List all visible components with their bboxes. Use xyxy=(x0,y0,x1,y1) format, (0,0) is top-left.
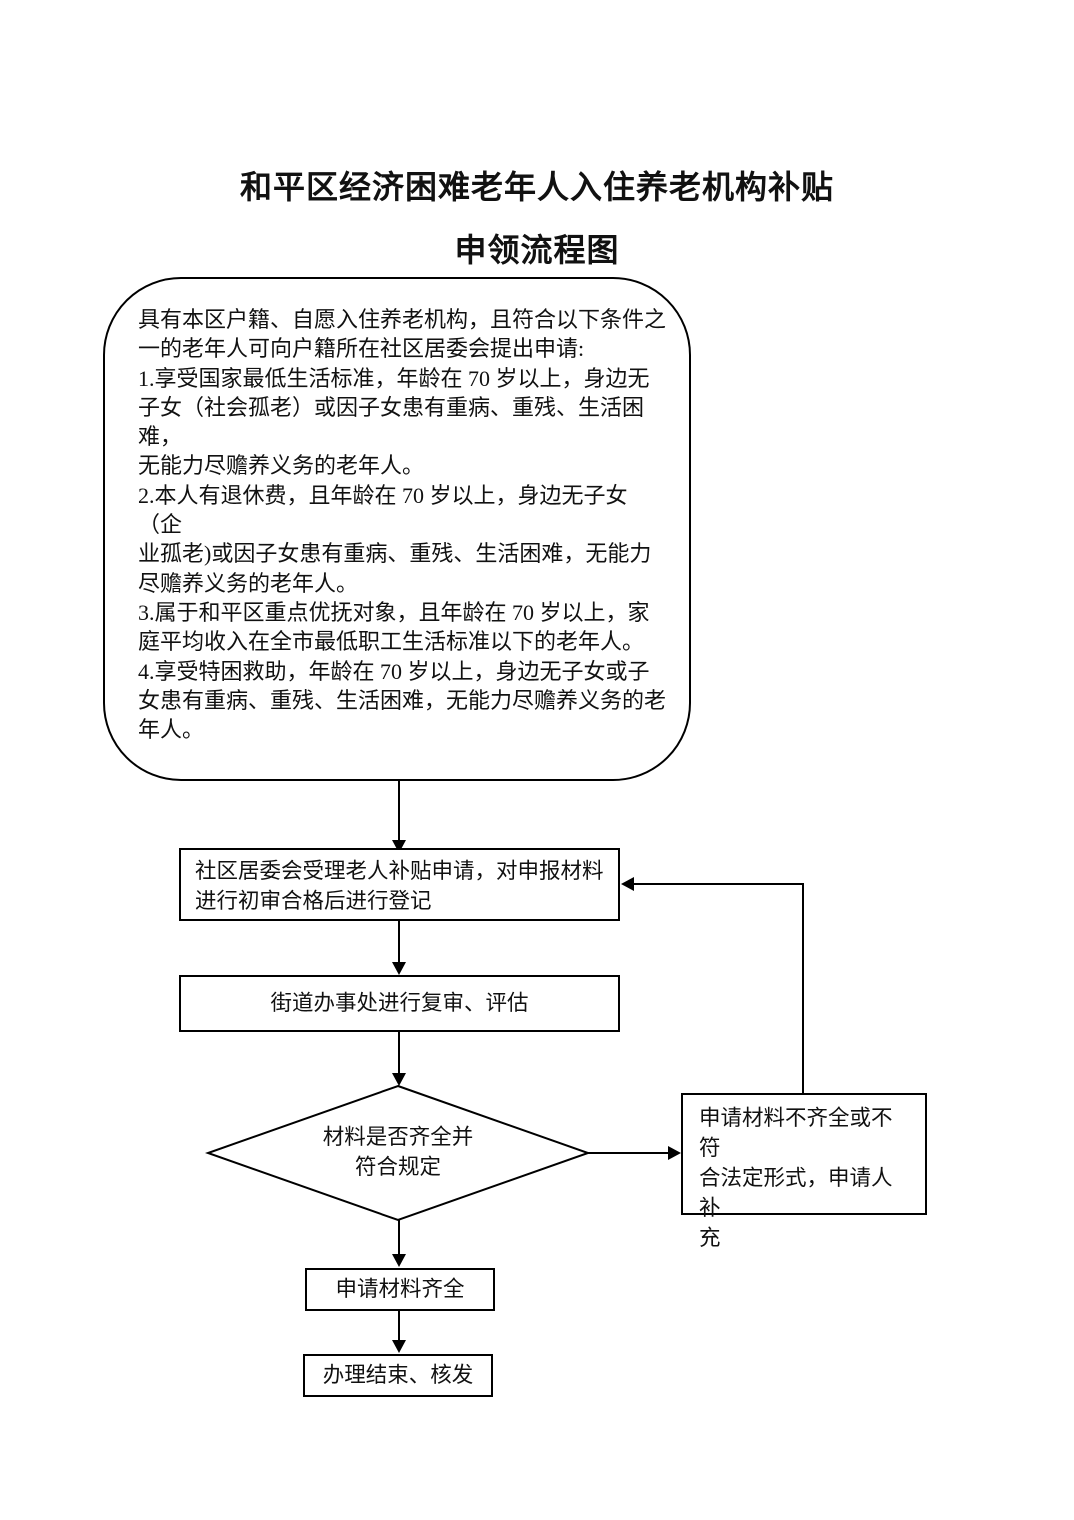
page-title-line2: 申领流程图 xyxy=(454,232,620,268)
arrow-decision-to-supplement xyxy=(588,1146,681,1160)
arrow-community-to-street xyxy=(392,921,406,975)
materials-complete-box: 申请材料齐全 xyxy=(305,1268,495,1311)
arrow-decision-to-complete xyxy=(392,1220,406,1267)
supplement-box: 申请材料不齐全或不符 合法定形式，申请人补 充 xyxy=(681,1093,927,1250)
decision-diamond-label: 材料是否齐全并 符合规定 xyxy=(322,1125,474,1179)
page-title-line1: 和平区经济困难老年人入住养老机构补贴 xyxy=(239,169,834,205)
arrow-supplement-to-community xyxy=(621,877,804,1093)
arrow-eligibility-to-community xyxy=(392,781,406,853)
arrow-street-to-decision xyxy=(392,1032,406,1086)
eligibility-terminal: 具有本区户籍、自愿入住养老机构，且符合以下条件之 一的老年人可向户籍所在社区居委… xyxy=(103,277,691,781)
arrow-complete-to-finish xyxy=(392,1311,406,1353)
community-accept-box: 社区居委会受理老人补贴申请，对申报材料 进行初审合格后进行登记 xyxy=(179,848,620,921)
street-review-box: 街道办事处进行复审、评估 xyxy=(179,975,620,1032)
finish-box: 办理结束、核发 xyxy=(303,1354,493,1397)
